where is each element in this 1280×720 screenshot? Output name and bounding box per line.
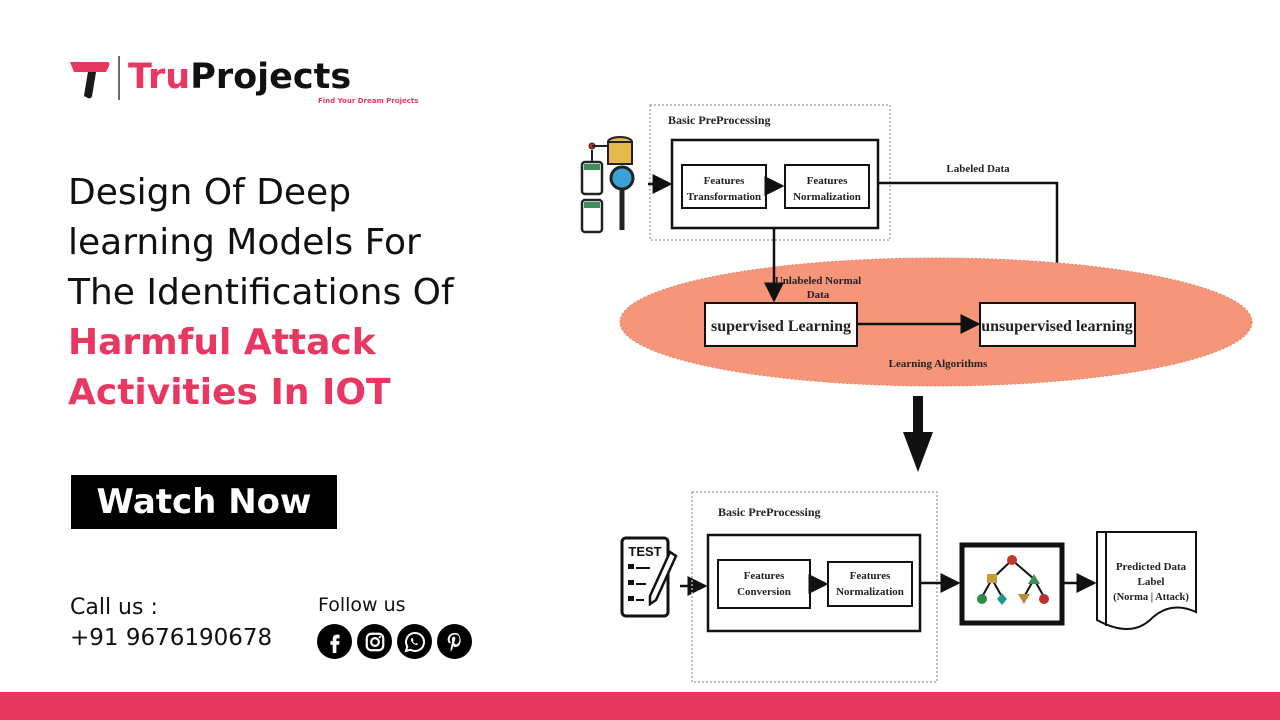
top-preprocessing-group <box>649 104 891 241</box>
decision-tree-icon <box>959 542 1065 626</box>
logo-text-projects: Projects <box>190 57 352 97</box>
predicted-label-document: Predicted Data Label (Norma | Attack) <box>1096 531 1197 630</box>
test-checklist-icon: TEST <box>620 536 678 618</box>
labeled-data-label: Labeled Data <box>946 163 1010 175</box>
doc-text: Predicted Data <box>1116 561 1187 573</box>
facebook-link[interactable] <box>317 624 352 659</box>
down-arrow-icon <box>903 396 933 472</box>
pinterest-link[interactable] <box>437 624 472 659</box>
logo-tagline: Find Your Dream Projects <box>318 97 419 105</box>
watch-now-button[interactable]: Watch Now <box>71 475 337 529</box>
logo-separator <box>118 56 120 100</box>
doc-text: (Norma | Attack) <box>1113 592 1189 603</box>
top-group-label: Basic PreProcessing <box>668 113 771 127</box>
call-us-label: Call us : <box>70 595 158 620</box>
title-line: The Identifications Of <box>68 272 454 313</box>
box-text: Features <box>704 175 745 187</box>
features-normalization-box <box>784 164 870 209</box>
social-links <box>317 624 472 659</box>
title-line: learning Models For <box>68 222 421 263</box>
features-transformation-box <box>681 164 767 209</box>
whatsapp-icon <box>404 631 425 652</box>
database-search-icon <box>580 136 635 234</box>
box-text: Features <box>744 570 785 582</box>
bottom-group-label: Basic PreProcessing <box>718 505 821 519</box>
phone-number[interactable]: +91 9676190678 <box>70 625 273 651</box>
box-text: Conversion <box>737 586 791 598</box>
bottom-preprocessing-group <box>691 491 938 683</box>
logo-text-tru: Tru <box>128 57 191 97</box>
box-text: supervised Learning <box>711 318 851 335</box>
footer-accent-bar <box>0 692 1280 720</box>
brand-logo: TruProjects Find Your Dream Projects <box>68 56 418 106</box>
logo-t-icon <box>68 56 112 100</box>
box-text: Transformation <box>687 191 761 203</box>
architecture-diagram: Basic PreProcessing Features Transformat… <box>580 104 1253 683</box>
instagram-icon <box>365 632 384 651</box>
test-label: TEST <box>628 544 661 559</box>
page-title: Design Of Deep learning Models For The I… <box>68 168 538 418</box>
unlabeled-data-label: Unlabeled Normal <box>775 275 861 287</box>
doc-text: Label <box>1138 576 1165 588</box>
box-text: unsupervised learning <box>981 318 1133 335</box>
unsupervised-learning-box <box>979 302 1136 347</box>
title-accent-line: Activities In IOT <box>68 372 391 413</box>
features-conversion-box <box>717 559 811 609</box>
pinterest-icon <box>447 632 461 651</box>
box-text: Features <box>807 175 848 187</box>
learning-algorithms-label: Learning Algorithms <box>889 358 988 370</box>
instagram-link[interactable] <box>357 624 392 659</box>
box-text: Normalization <box>836 586 904 598</box>
box-text: Normalization <box>793 191 861 203</box>
facebook-icon <box>329 634 340 653</box>
title-line: Design Of Deep <box>68 172 352 213</box>
whatsapp-link[interactable] <box>397 624 432 659</box>
unlabeled-data-label: Data <box>807 289 830 301</box>
features-normalization-box-2 <box>827 561 913 607</box>
box-text: Features <box>850 570 891 582</box>
follow-us-label: Follow us <box>318 594 406 616</box>
title-accent-line: Harmful Attack <box>68 322 376 363</box>
logo-wordmark: TruProjects <box>128 56 351 98</box>
